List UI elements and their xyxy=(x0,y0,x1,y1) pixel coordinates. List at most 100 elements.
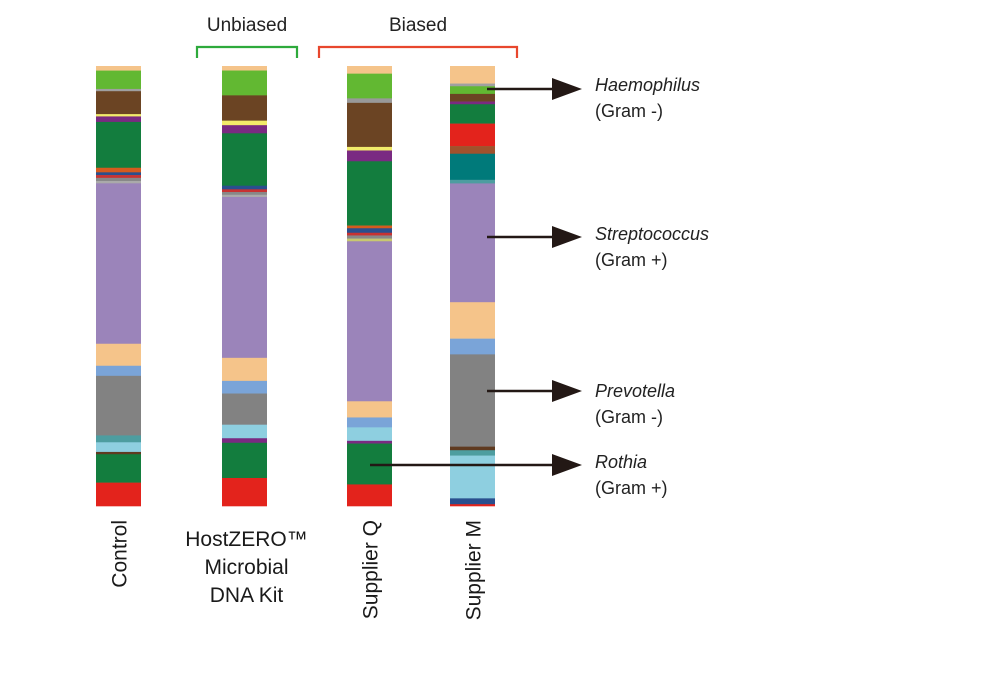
bar-segment xyxy=(347,232,392,236)
bar-segment xyxy=(222,95,267,121)
bar-segment xyxy=(96,116,141,123)
gram-stain-label: (Gram +) xyxy=(595,250,668,270)
bar-segment xyxy=(222,357,267,382)
bar-segment xyxy=(347,241,392,402)
bar-segment xyxy=(450,104,495,124)
bar-segment xyxy=(450,146,495,155)
bar-segment xyxy=(96,91,141,115)
bar-segment xyxy=(222,192,267,196)
bar-segment xyxy=(347,73,392,99)
annotation: Rothia (Gram +) xyxy=(370,452,668,498)
bar-segment xyxy=(347,150,392,162)
bar-segment xyxy=(222,133,267,187)
bar-segment xyxy=(96,442,141,453)
bar-segment xyxy=(347,102,392,148)
bar-segment xyxy=(96,167,141,173)
bar-segment xyxy=(222,189,267,193)
bar-stack xyxy=(96,66,141,507)
bar-segment xyxy=(347,146,392,151)
bar-segment xyxy=(450,183,495,303)
bar-segment xyxy=(450,354,495,447)
bar-segment xyxy=(450,498,495,505)
category-label: Supplier M xyxy=(463,520,486,620)
bar-segment xyxy=(96,482,141,507)
bar-segment xyxy=(96,365,141,377)
taxon-name: Streptococcus xyxy=(595,224,709,244)
bar-segment xyxy=(222,66,267,71)
bar-segment xyxy=(450,66,495,84)
bar-segment xyxy=(96,70,141,90)
bar-segment xyxy=(347,98,392,104)
bar-segment xyxy=(222,438,267,444)
bar-segment xyxy=(450,446,495,451)
bar-segment xyxy=(96,343,141,367)
bar-segment xyxy=(347,417,392,428)
bar-segment xyxy=(222,393,267,425)
bar-stack xyxy=(222,66,267,507)
category-label-line: Microbial xyxy=(204,556,288,579)
bar-segment xyxy=(96,114,141,117)
bar-segment xyxy=(347,228,392,234)
bar-segment xyxy=(96,181,141,184)
bar-segment xyxy=(450,93,495,102)
bar-segment xyxy=(347,238,392,242)
bar-segment xyxy=(347,225,392,229)
bar-segment xyxy=(96,435,141,443)
gram-stain-label: (Gram +) xyxy=(595,478,668,498)
bar-segment xyxy=(96,175,141,179)
bar-segment xyxy=(222,442,267,479)
bar-segment xyxy=(450,86,495,95)
bar-segment xyxy=(450,179,495,184)
arrow-head-icon xyxy=(552,78,582,100)
bar-segment xyxy=(347,427,392,442)
category-label: Supplier Q xyxy=(360,520,383,619)
category-label-line: HostZERO™ xyxy=(185,528,308,551)
bar-segment xyxy=(96,177,141,182)
gram-stain-label: (Gram -) xyxy=(595,101,663,121)
bar-segment xyxy=(450,450,495,456)
gram-stain-label: (Gram -) xyxy=(595,407,663,427)
bar-segment xyxy=(96,66,141,71)
group-label: Biased xyxy=(389,15,447,36)
annotation: Haemophilus (Gram -) xyxy=(487,75,700,121)
bar-segment xyxy=(222,197,267,359)
bar-segment xyxy=(450,83,495,87)
annotation: Prevotella (Gram -) xyxy=(487,380,675,427)
arrow-head-icon xyxy=(552,380,582,402)
annotations-layer: Haemophilus (Gram -) Streptococcus (Gram +)… xyxy=(370,75,709,498)
annotation: Streptococcus (Gram +) xyxy=(487,224,709,270)
arrow-head-icon xyxy=(552,454,582,476)
bar-segment xyxy=(450,123,495,147)
bar-segment xyxy=(96,183,141,345)
bar-segment xyxy=(347,66,392,74)
arrow-head-icon xyxy=(552,226,582,248)
bar-segment xyxy=(450,455,495,499)
bar-segment xyxy=(450,153,495,181)
category-label: Control xyxy=(109,520,132,588)
bar-segment xyxy=(96,451,141,455)
bar-segment xyxy=(450,504,495,507)
bar-segment xyxy=(347,401,392,418)
bar-segment xyxy=(222,185,267,190)
taxon-name: Prevotella xyxy=(595,381,675,401)
bar-segment xyxy=(450,101,495,105)
bar-segment xyxy=(222,380,267,394)
bar-segment xyxy=(222,424,267,439)
taxon-name: Rothia xyxy=(595,452,647,472)
category-label-line: DNA Kit xyxy=(210,584,284,607)
bar-segment xyxy=(96,88,141,92)
group-bracket xyxy=(317,45,519,58)
bar-segment xyxy=(347,440,392,444)
group-brackets: Unbiased Biased xyxy=(195,15,519,58)
bar-segment xyxy=(96,454,141,483)
bar-segment xyxy=(450,302,495,339)
taxon-name: Haemophilus xyxy=(595,75,700,95)
group-label: Unbiased xyxy=(207,15,287,36)
bars-layer xyxy=(96,66,495,507)
bar-stack xyxy=(450,66,495,507)
bar-stack xyxy=(347,66,392,507)
bar-segment xyxy=(96,375,141,436)
bar-segment xyxy=(96,172,141,176)
